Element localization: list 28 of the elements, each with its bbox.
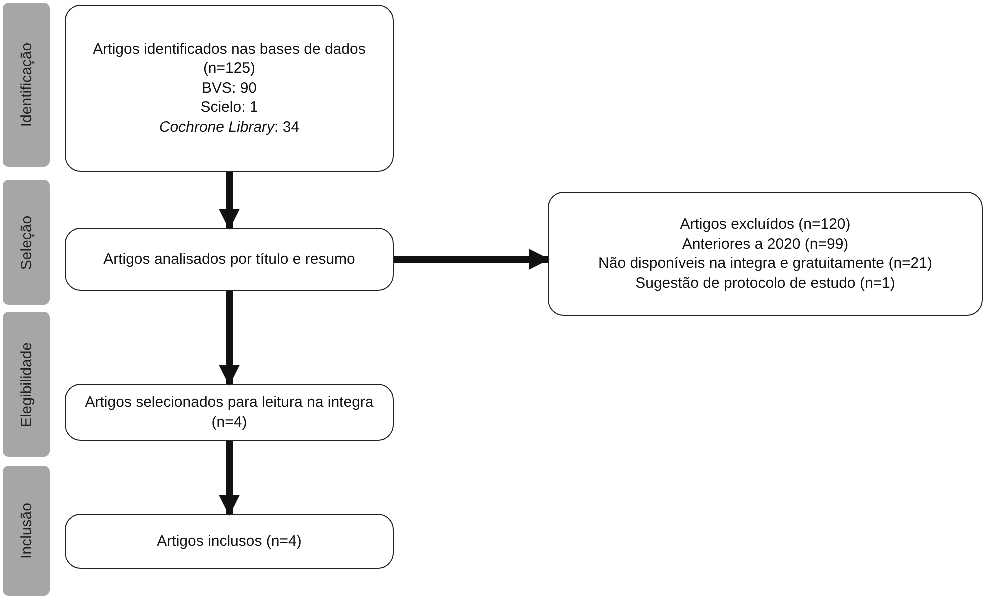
box-text: Não disponíveis na integra e gratuitamente (n=21) bbox=[598, 254, 932, 274]
stage-band bbox=[3, 3, 50, 167]
box-text: Artigos excluídos (n=120) bbox=[680, 215, 851, 234]
arrow bbox=[219, 172, 240, 230]
process-box bbox=[65, 514, 394, 569]
arrow bbox=[219, 441, 240, 516]
box-text: Artigos identificados nas bases de dados (n=125) bbox=[92, 40, 367, 79]
box-text: Artigos selecionados para leitura na integra (n=4) bbox=[84, 393, 375, 432]
box-text: Cochrone Library: 34 bbox=[159, 118, 300, 138]
stage-label: Elegibilidade bbox=[18, 342, 35, 428]
box-text: Anteriores a 2020 (n=99) bbox=[682, 234, 849, 254]
box-text: Artigos inclusos (n=4) bbox=[157, 532, 302, 552]
arrow bbox=[394, 249, 550, 270]
process-box bbox=[65, 5, 394, 172]
stage-band bbox=[3, 466, 50, 596]
stage-label: Seleção bbox=[18, 215, 35, 270]
process-box bbox=[65, 228, 394, 291]
stage-label: Identificação bbox=[18, 42, 35, 128]
box-text: Artigos analisados por título e resumo bbox=[104, 250, 356, 270]
arrow bbox=[219, 291, 240, 386]
process-box bbox=[548, 192, 983, 316]
stage-band bbox=[3, 180, 50, 305]
process-box bbox=[65, 384, 394, 441]
stage-band bbox=[3, 312, 50, 457]
box-text: Sugestão de protocolo de estudo (n=1) bbox=[636, 274, 896, 293]
stage-label: Inclusão bbox=[18, 503, 35, 559]
box-text: BVS: 90 bbox=[202, 78, 258, 98]
box-text: Scielo: 1 bbox=[200, 98, 258, 118]
